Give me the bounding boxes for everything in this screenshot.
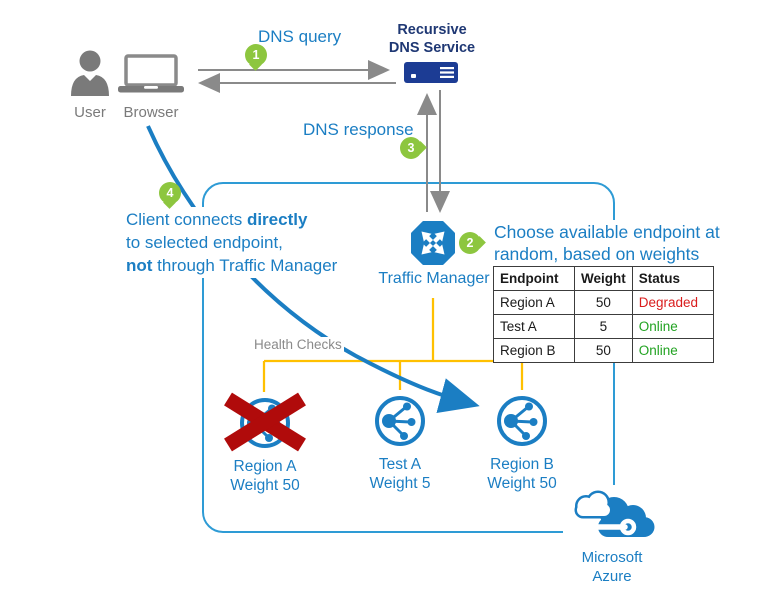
step-badge-1: 1 [245,44,267,66]
table-header-row: Endpoint Weight Status [493,266,714,291]
table-row: Region B 50 Online [493,338,714,363]
azure-cloud-icon [563,485,655,537]
status-badge: Degraded [631,290,714,315]
browser-label: Browser [123,104,179,121]
status-badge: Online [631,338,714,363]
user-icon [71,50,109,96]
direct-connection-arrow [146,125,480,414]
browser-laptop-icon [118,54,184,93]
failed-x-icon [224,392,306,452]
traffic-manager-icon [411,221,455,265]
endpoint-weight: Weight 50 [230,477,300,494]
azure-cloud-box [563,485,662,547]
endpoint-region-a: Region A Weight 50 [210,392,320,495]
dns-response-label: DNS response [303,120,414,139]
recursive-dns-label: Recursive DNS Service [388,22,476,56]
col-status: Status [631,266,714,291]
client-connects-note: Client connects directly to selected end… [122,207,342,278]
step-badge-3: 3 [400,137,422,159]
step-badge-4: 4 [159,182,181,204]
endpoint-weight-table: Endpoint Weight Status Region A 50 Degra… [493,266,714,363]
endpoint-test-a: Test A Weight 5 [345,394,455,493]
globe-endpoint-icon [375,396,425,446]
health-check-lines [262,298,524,392]
dns-server-icon [404,62,458,83]
choose-endpoint-note: Choose available endpoint at random, bas… [490,220,724,266]
endpoint-region-b: Region B Weight 50 [467,394,577,493]
endpoint-name: Test A [378,456,422,473]
step-badge-2: 2 [459,232,481,254]
globe-endpoint-icon [497,396,547,446]
health-checks-label: Health Checks [252,337,344,352]
col-weight: Weight [574,266,633,291]
table-row: Region A 50 Degraded [493,290,714,315]
traffic-manager-label: Traffic Manager [378,270,490,287]
status-badge: Online [631,314,714,339]
dns-query-label: DNS query [258,27,342,46]
user-label: User [74,104,106,121]
col-endpoint: Endpoint [493,266,575,291]
microsoft-azure-label: Microsoft Azure [581,549,643,585]
endpoint-name: Region B [490,456,554,473]
endpoint-weight: Weight 5 [369,475,431,492]
endpoint-name: Region A [233,458,297,475]
table-row: Test A 5 Online [493,314,714,339]
endpoint-weight: Weight 50 [487,475,557,492]
